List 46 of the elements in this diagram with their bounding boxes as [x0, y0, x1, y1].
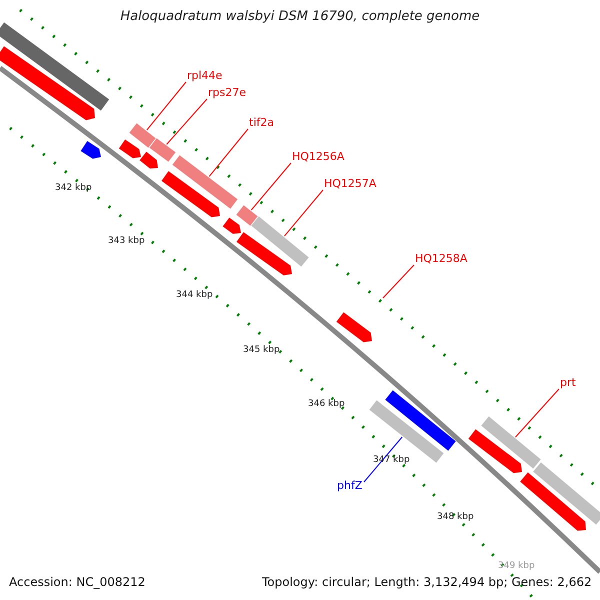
gene-label: HQ1256A — [292, 151, 344, 162]
gene-feature — [468, 429, 522, 474]
leader-line — [166, 98, 208, 145]
gene-bar — [149, 138, 176, 162]
gene-feature — [162, 171, 220, 218]
scale-label: 345 kbp — [243, 346, 280, 355]
gene-feature — [520, 472, 586, 531]
gene-label: phfZ — [337, 480, 362, 491]
title: Haloquadratum walsbyi DSM 16790, complete genome — [119, 10, 481, 23]
scale-label: 344 kbp — [176, 291, 213, 300]
gene-label: HQ1258A — [415, 253, 468, 264]
gene-bar — [129, 123, 156, 148]
gene-feature — [140, 152, 158, 168]
gene-label: prt — [560, 377, 576, 388]
gene-bar — [236, 205, 258, 226]
gene-label: tif2a — [249, 117, 274, 128]
leader-line — [208, 128, 248, 177]
leader-line — [146, 82, 186, 130]
gene-bar — [251, 216, 309, 267]
accession-text: Accession: NC_008212 — [9, 576, 146, 588]
gene-feature — [118, 140, 141, 158]
gene-bar — [533, 462, 600, 525]
gene-feature — [222, 218, 241, 234]
gene-feature — [0, 46, 95, 120]
scale-label: 343 kbp — [108, 237, 145, 246]
gene-bar — [481, 416, 541, 469]
leader-line — [514, 388, 560, 438]
gene-feature — [336, 312, 372, 342]
gene-feature — [80, 141, 101, 159]
leader-line — [284, 190, 324, 237]
leader-line — [364, 436, 403, 482]
genome-info-text: Topology: circular; Length: 3,132,494 bp; Genes: 2,662 — [262, 576, 592, 588]
scale-label: 346 kbp — [308, 400, 345, 409]
leader-line — [382, 264, 414, 298]
scale-label: 342 kbp — [55, 184, 92, 193]
gene-label: HQ1257A — [324, 178, 376, 189]
gene-bar — [369, 400, 444, 463]
gene-bar — [0, 22, 110, 111]
gene-feature — [236, 232, 292, 276]
scale-label: 349 kbp — [498, 562, 535, 571]
scale-label: 348 kbp — [437, 513, 474, 522]
leader-line — [250, 162, 292, 210]
gene-label: rpl44e — [187, 70, 222, 81]
gene-bar — [385, 390, 456, 451]
gene-label: rps27e — [208, 87, 246, 98]
gene-bar — [172, 155, 238, 209]
